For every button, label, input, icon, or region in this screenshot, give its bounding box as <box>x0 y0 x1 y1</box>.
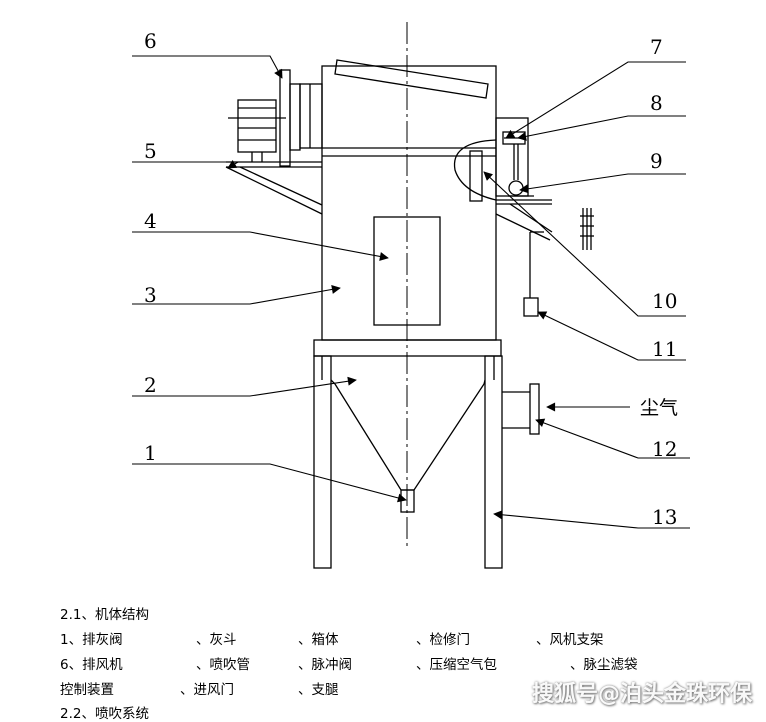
legend-item: 、喷吹管 <box>196 657 250 673</box>
exhaust-fan <box>228 69 323 167</box>
callout-3: 3 <box>144 283 157 307</box>
legend-item: 、脉冲阀 <box>298 657 352 673</box>
support-legs <box>313 355 503 569</box>
watermark: 搜狐号@泊头金珠环保 <box>531 682 752 707</box>
legend-item: 1、排灰阀 <box>60 632 123 648</box>
legend-item: 、支腿 <box>298 682 339 698</box>
inlet-duct <box>502 383 540 435</box>
hopper-frame <box>313 339 502 357</box>
legend-item: 、检修门 <box>416 632 470 648</box>
callout-5: 5 <box>144 139 157 163</box>
hopper <box>334 383 485 491</box>
callout-12: 12 <box>652 437 677 461</box>
callout-10: 10 <box>652 289 677 313</box>
pulse-system <box>453 117 594 317</box>
callout-11: 11 <box>652 337 677 361</box>
inlet-label: 尘气 <box>640 397 678 419</box>
callout-6: 6 <box>144 29 157 53</box>
callout-13: 13 <box>652 505 677 529</box>
next-section-title: 2.2、喷吹系统 <box>60 706 149 722</box>
callout-4: 4 <box>144 209 157 233</box>
callout-2: 2 <box>144 373 157 397</box>
legend-item: 、进风门 <box>180 682 234 698</box>
legend-item: 、压缩空气包 <box>416 657 497 673</box>
legend-item: 、灰斗 <box>196 632 237 648</box>
box-lid <box>334 59 489 99</box>
callout-1: 1 <box>144 441 157 465</box>
legend-item: 、箱体 <box>298 632 339 648</box>
section-title: 2.1、机体结构 <box>60 607 149 623</box>
legend-item: 、脉尘滤袋 <box>570 657 638 673</box>
box-body <box>321 65 497 341</box>
callout-numbers: 1 2 3 4 5 6 7 8 9 10 11 12 13 尘气 <box>144 29 678 529</box>
callout-7: 7 <box>650 35 663 59</box>
callout-9: 9 <box>650 149 663 173</box>
legend-item: 、风机支架 <box>536 632 604 648</box>
inspection-door <box>373 216 441 326</box>
fan-bracket <box>225 161 323 215</box>
legend-item: 6、排风机 <box>60 657 123 673</box>
legend-item: 控制装置 <box>60 682 114 698</box>
callout-8: 8 <box>650 91 663 115</box>
callout-leaders <box>132 55 690 529</box>
